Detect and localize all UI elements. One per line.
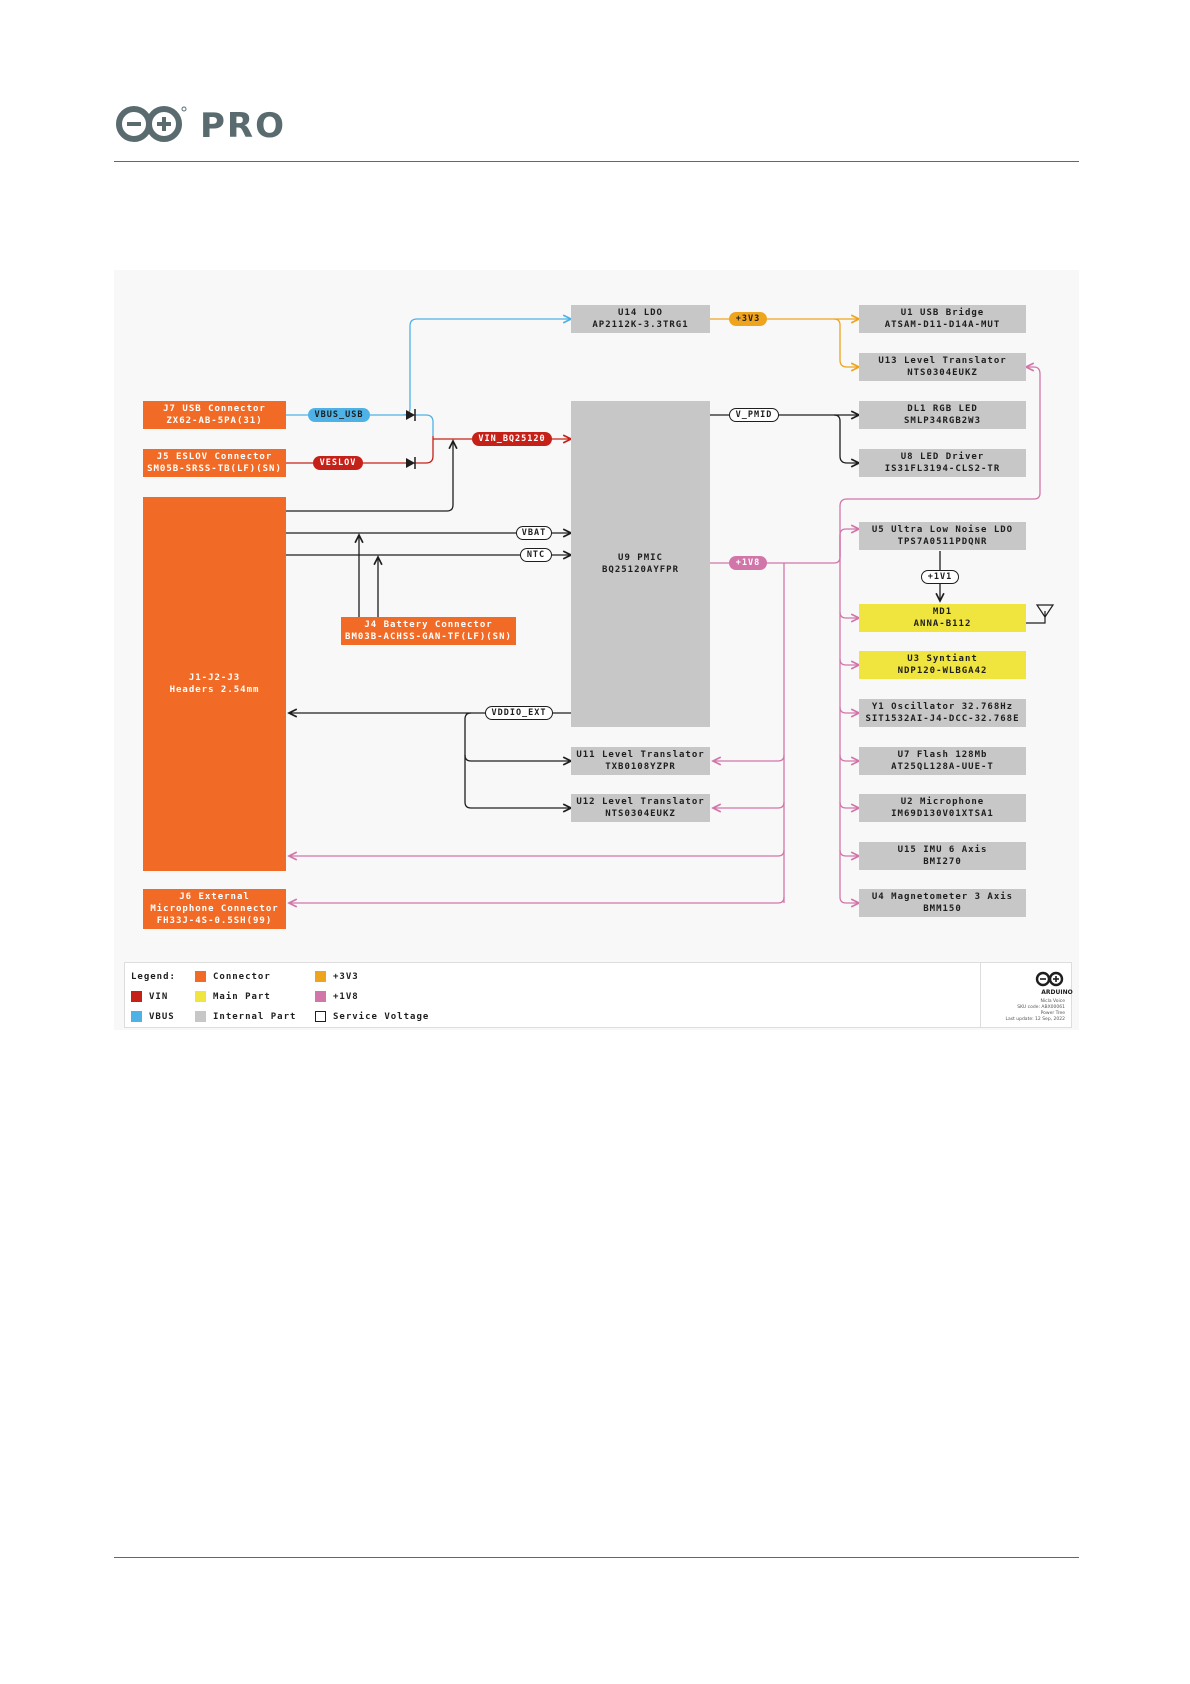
- net-1v1: +1V1: [921, 570, 959, 584]
- swatch-1v8: [315, 991, 326, 1002]
- wire-headers-vin: [286, 441, 453, 512]
- legend-item-vbus: VBUS: [131, 1011, 175, 1023]
- antenna-icon: [1026, 604, 1055, 624]
- wire-vbus-diode: [403, 414, 434, 436]
- legend-meta-update: Last update: 12 Sep, 2022: [1005, 1017, 1065, 1022]
- swatch-vbus: [131, 1011, 142, 1022]
- legend-meta-product: Nicla Voice: [1040, 999, 1065, 1004]
- net-ntc: NTC: [520, 548, 552, 562]
- legend-item-internal-part: Internal Part: [195, 1011, 296, 1023]
- wire-vpmid-u8: [833, 414, 859, 463]
- legend-title: Legend:: [131, 972, 176, 982]
- footer-rule: [114, 1557, 1079, 1558]
- arduino-logo-small-icon: [1035, 971, 1064, 987]
- wire-vddio-u11: [464, 712, 571, 761]
- swatch-service-voltage: [315, 1011, 326, 1022]
- net-veslov: VESLOV: [313, 456, 363, 470]
- legend-meta-doc: Power Tree: [1040, 1011, 1065, 1016]
- wire-vbus-usb: [286, 319, 571, 416]
- swatch-internal-part: [195, 1011, 206, 1022]
- legend-divider: [980, 963, 981, 1027]
- legend-item-1v8: +1V8: [315, 991, 359, 1003]
- swatch-connector: [195, 971, 206, 982]
- legend-item-main-part: Main Part: [195, 991, 271, 1003]
- legend: Legend: Connector +3V3 VIN Main Part +1V…: [124, 962, 1073, 1028]
- legend-item-vin: VIN: [131, 991, 168, 1003]
- net-vddio-ext: VDDIO_EXT: [485, 706, 553, 720]
- header-rule: [114, 161, 1079, 162]
- legend-item-service-voltage: Service Voltage: [315, 1011, 429, 1023]
- diode-veslov-icon: [406, 457, 416, 469]
- arduino-logo-icon: [116, 106, 187, 142]
- net-1v8: +1V8: [729, 556, 767, 570]
- wire-veslov: [286, 436, 434, 464]
- legend-item-3v3: +3V3: [315, 971, 359, 983]
- diode-vbus-icon: [406, 409, 416, 421]
- net-vbat: VBAT: [516, 526, 552, 540]
- legend-brand: ARDUINO: [1041, 989, 1073, 996]
- net-vbus-usb: VBUS_USB: [308, 408, 370, 422]
- wire-vddio-u12: [464, 755, 571, 808]
- swatch-main-part: [195, 991, 206, 1002]
- net-3v3: +3V3: [729, 312, 767, 326]
- legend-meta-sku: SKU code: ABX00061: [1017, 1005, 1065, 1010]
- wire-1v8-u13: [839, 367, 1041, 507]
- wire-3v3-u13: [833, 318, 859, 367]
- swatch-vin: [131, 991, 142, 1002]
- brand-pro: PRO: [200, 106, 287, 146]
- legend-item-connector: Connector: [195, 971, 271, 983]
- net-vin-bq25120: VIN_BQ25120: [472, 432, 552, 446]
- swatch-3v3: [315, 971, 326, 982]
- wire-1v8-u5: [839, 529, 859, 536]
- net-v-pmid: V_PMID: [729, 408, 779, 422]
